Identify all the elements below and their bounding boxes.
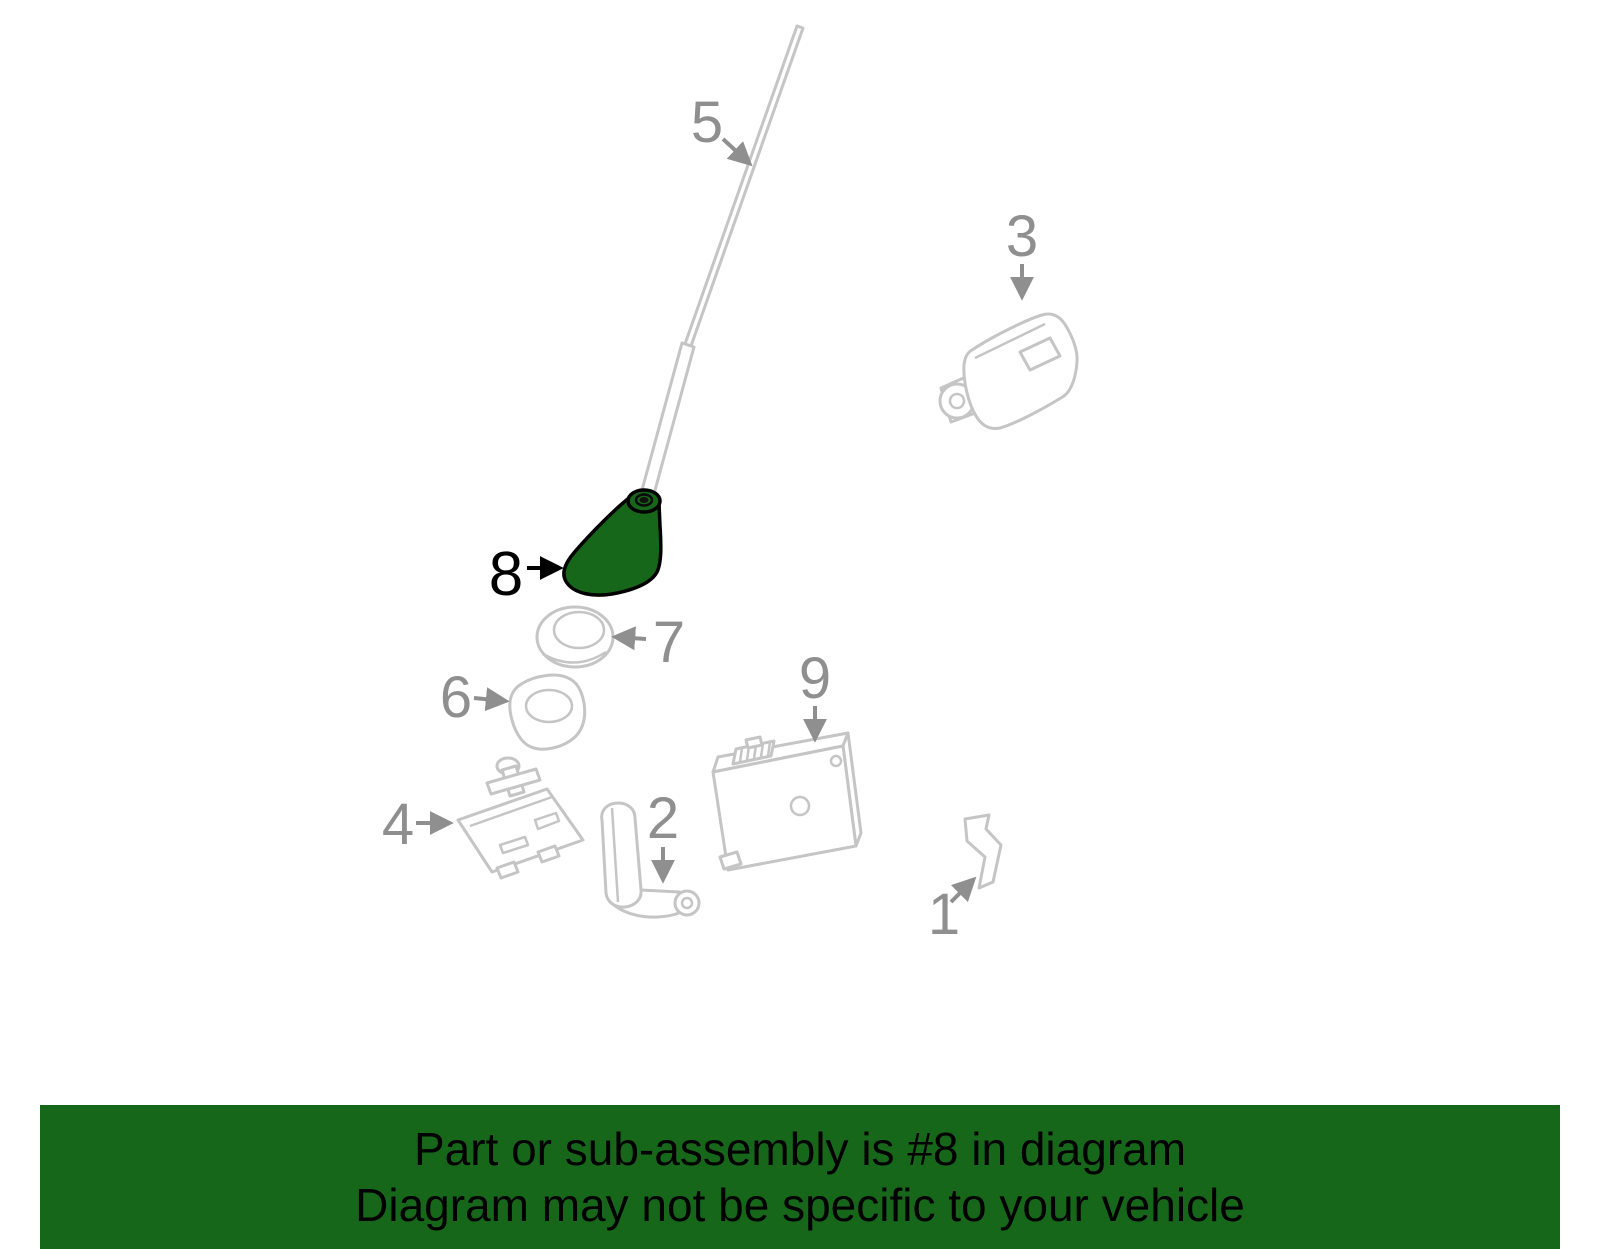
callout-1: 1 [928,876,977,947]
box-connector [731,739,776,766]
connector-pin [738,747,744,763]
grommet-inner [552,610,606,650]
collar-opening [524,688,574,724]
connector-pin [766,741,772,757]
collar-body [508,673,587,751]
box-hole-large [789,795,811,817]
antenna-base-body [562,494,663,597]
module-top-plate [1018,336,1062,372]
bracket-tab [495,860,520,880]
bracket-plate [456,787,585,874]
part-label-4: 4 [382,792,414,857]
module-body [962,312,1079,430]
part-label-1: 1 [928,882,960,947]
module-ear-hole [948,392,966,410]
callout-arrow-7 [611,626,647,651]
box-bottom-tab [718,850,743,871]
callout-9: 9 [799,646,831,743]
callout-8: 8 [489,540,564,609]
mast-upper-segment [683,24,805,348]
part-5-antenna-mast [640,24,805,496]
bracket-tab [536,844,561,864]
mount-pillar-seam [610,807,620,903]
connector-pin [752,744,758,760]
part-2-support-mount [600,801,701,919]
callout-arrow-5 [721,137,753,167]
mount-pillar [600,801,643,909]
callout-6: 6 [440,665,510,730]
highlight-banner: Part or sub-assembly is #8 in diagram Di… [40,1105,1560,1249]
bracket-slot [498,835,530,855]
box-front-face [711,744,858,872]
grommet-lip [542,650,607,664]
banner-line-2: Diagram may not be specific to your vehi… [355,1179,1245,1231]
part-label-6: 6 [440,665,472,730]
callout-2: 2 [647,786,679,884]
antenna-base-hole [639,497,649,503]
part-3-module [938,312,1079,430]
mount-ring-outer [673,889,701,917]
bracket-slot [533,811,561,831]
part-label-5: 5 [691,90,723,155]
part-1-clip [963,813,1003,890]
part-4-bracket [456,756,585,880]
part-8-antenna-base-highlighted [562,488,663,597]
part-label-7: 7 [653,610,685,675]
callout-5: 5 [691,90,753,167]
part-label-9: 9 [799,646,831,711]
antenna-base-hole-ring [634,493,654,507]
box-hole-small [829,754,843,768]
part-label-3: 3 [1006,204,1038,269]
connector-pin [759,742,765,758]
callout-4: 4 [382,792,454,857]
clip-body [963,813,1003,890]
mount-ring-hole [680,896,694,910]
bracket-plate-edge [469,795,553,828]
part-6-collar [508,673,587,751]
mast-lower-segment [640,341,696,496]
bracket-crossbar [485,767,542,796]
part-label-2: 2 [647,786,679,851]
part-label-8: 8 [489,540,523,609]
module-body-edge [974,322,1046,360]
callout-3: 3 [1006,204,1038,301]
callout-7: 7 [611,610,685,675]
connector-pin [745,745,751,761]
part-7-grommet [535,605,615,669]
callout-arrow-1 [949,876,977,904]
part-9-module-box [711,731,863,872]
banner-line-1: Part or sub-assembly is #8 in diagram [413,1122,1187,1175]
callout-arrow-6 [473,687,510,712]
